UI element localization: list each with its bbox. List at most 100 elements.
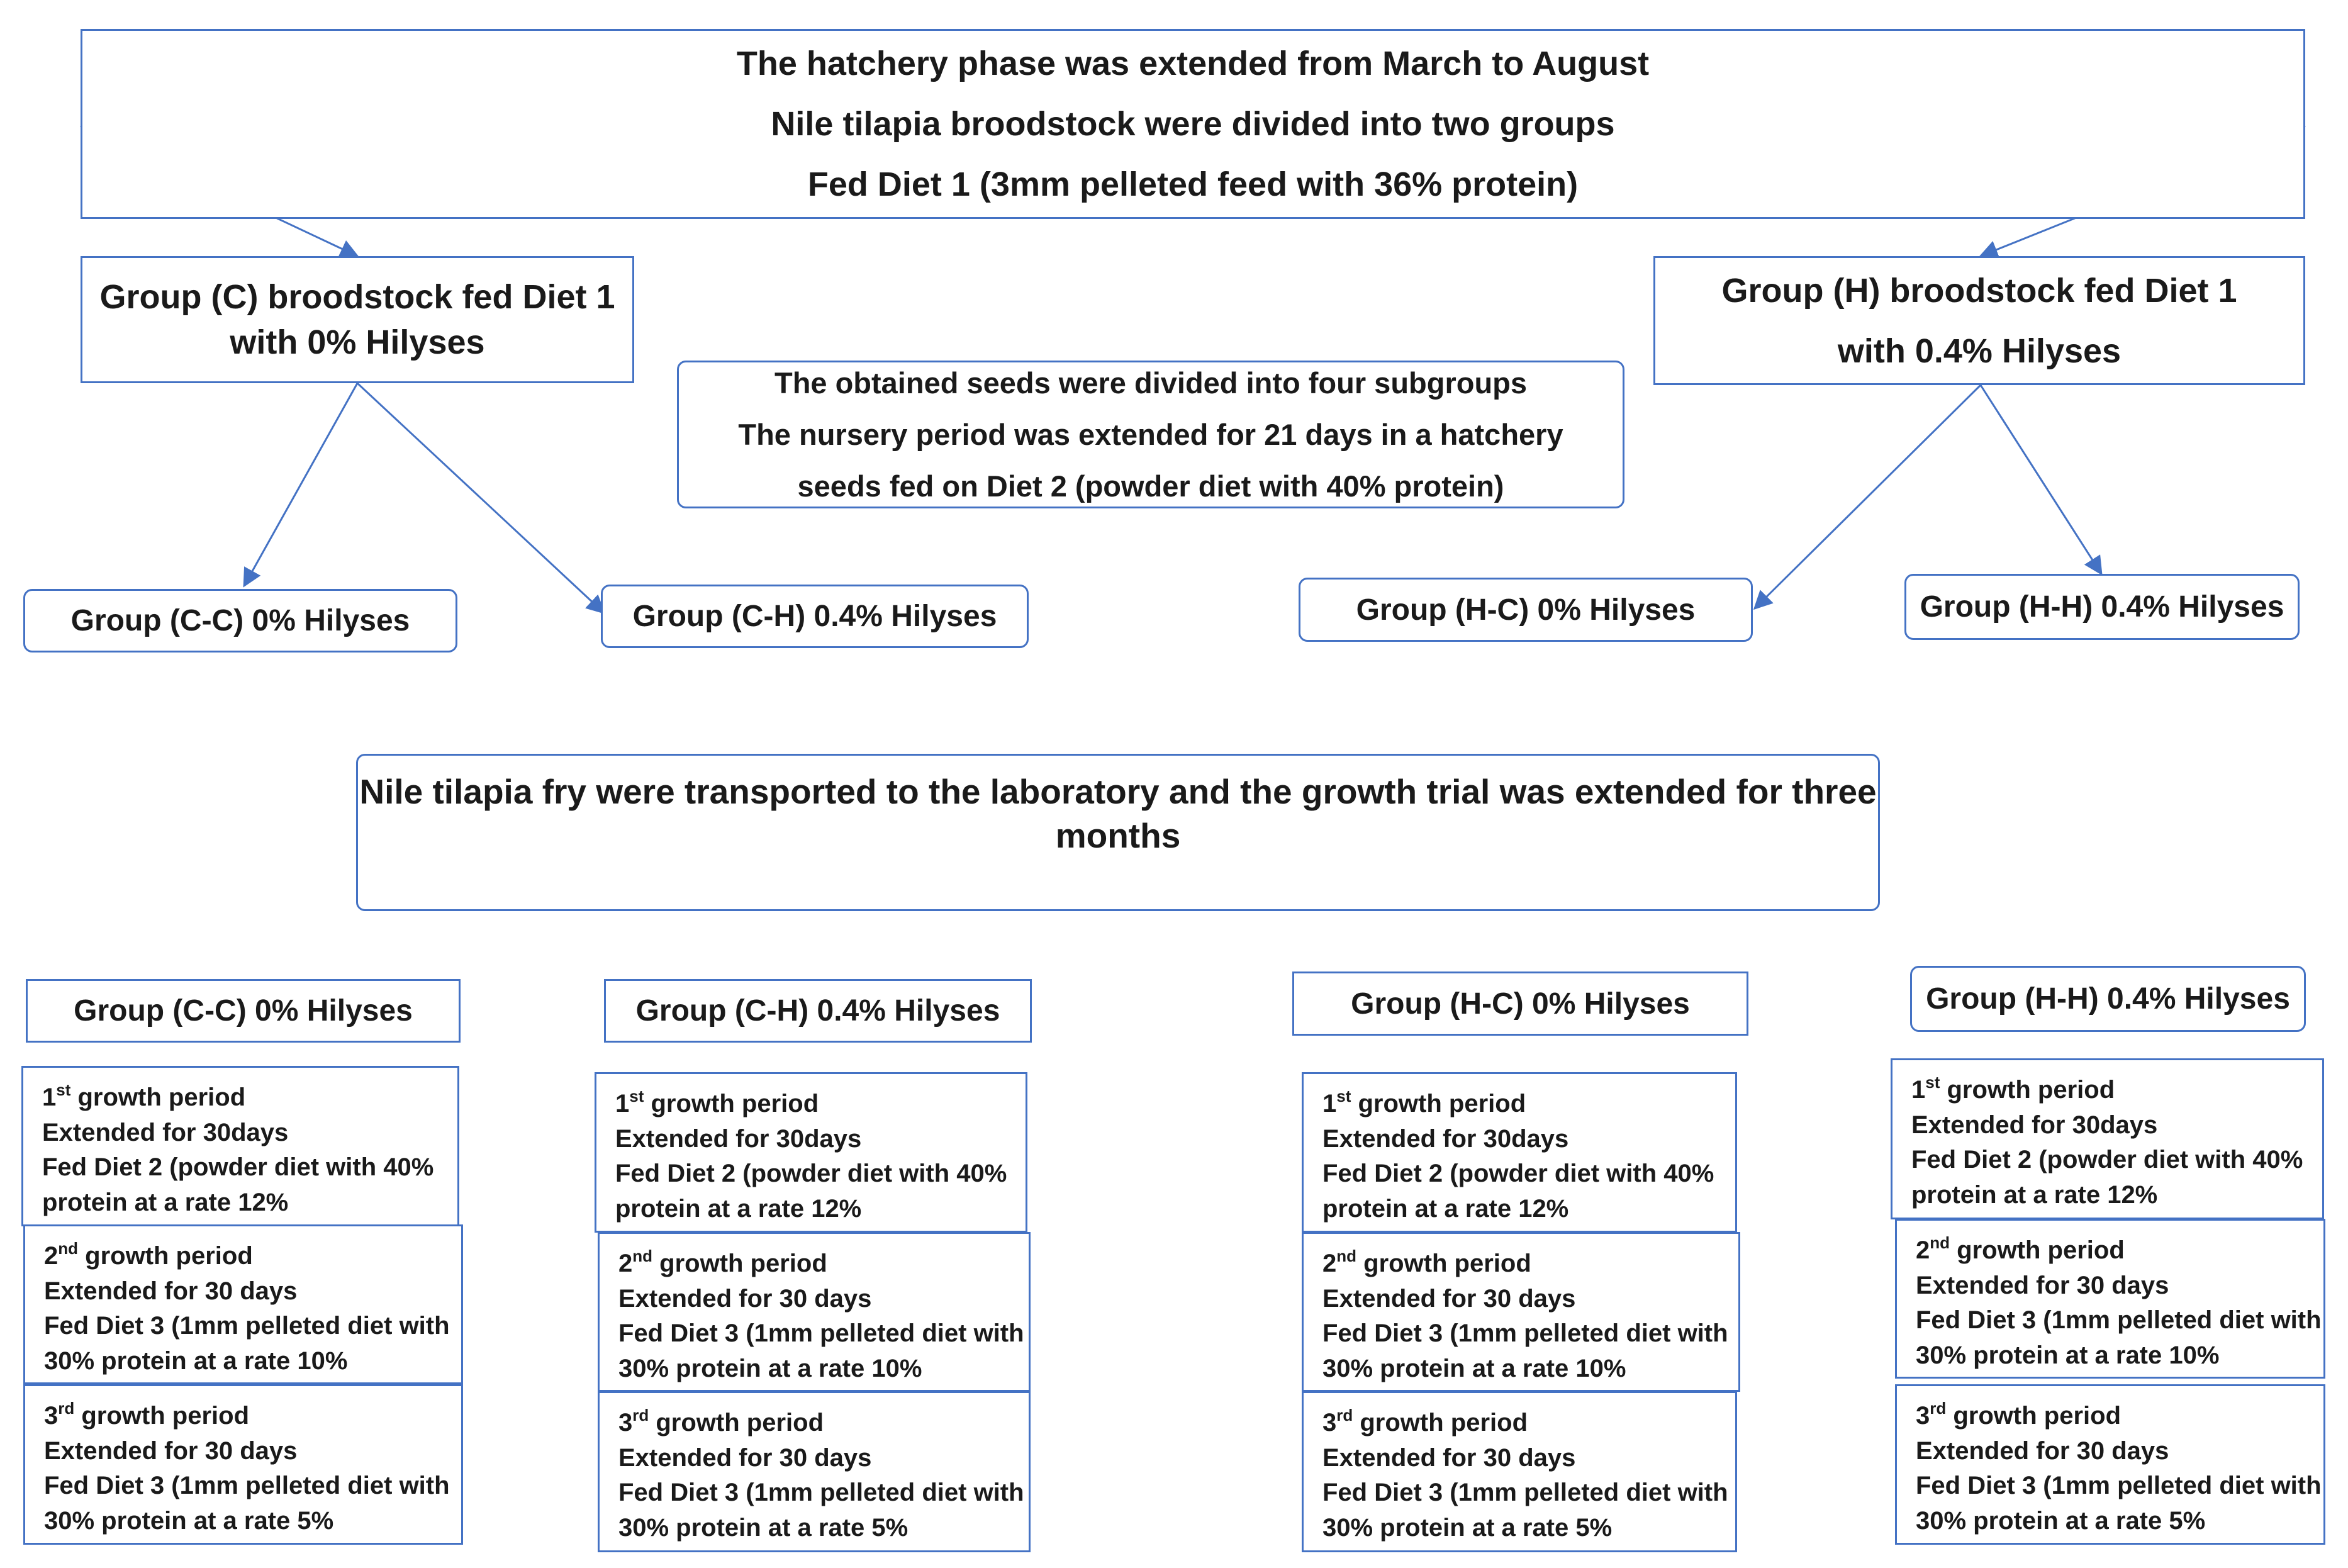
period-diet-line-2: protein at a rate 12% <box>1322 1194 1569 1223</box>
period-duration: Extended for 30days <box>615 1124 862 1153</box>
nursery-line-1: The obtained seeds were divided into fou… <box>774 366 1528 400</box>
ordinal-suffix: nd <box>632 1246 653 1265</box>
column-hc-period-1: 1st growth period Extended for 30days Fe… <box>1302 1072 1737 1233</box>
column-cc-period-3: 3rd growth period Extended for 30 days F… <box>23 1384 463 1545</box>
column-hc-header-label: Group (H-C) 0% Hilyses <box>1351 987 1690 1021</box>
period-diet-line-2: 30% protein at a rate 10% <box>1916 1341 2220 1369</box>
hatchery-phase-box: The hatchery phase was extended from Mar… <box>81 29 2305 219</box>
nursery-line-3: seeds fed on Diet 2 (powder diet with 40… <box>797 469 1504 503</box>
hatchery-line-3: Fed Diet 1 (3mm pelleted feed with 36% p… <box>807 165 1579 203</box>
period-duration: Extended for 30 days <box>44 1277 298 1305</box>
subgroup-ch-label: Group (C-H) 0.4% Hilyses <box>632 600 997 633</box>
period-duration: Extended for 30 days <box>1322 1284 1576 1313</box>
lab-line-2: months <box>1055 816 1181 855</box>
period-diet-line-2: protein at a rate 12% <box>42 1188 289 1216</box>
ordinal-suffix: st <box>1925 1073 1940 1092</box>
ordinal-suffix: nd <box>1930 1233 1950 1252</box>
period-diet-line-2: 30% protein at a rate 5% <box>618 1513 908 1542</box>
period-diet-line-2: 30% protein at a rate 5% <box>1322 1513 1613 1542</box>
column-hh-period-3: 3rd growth period Extended for 30 days F… <box>1895 1384 2325 1545</box>
column-hc-period-2: 2nd growth period Extended for 30 days F… <box>1302 1232 1740 1392</box>
subgroup-ch-box: Group (C-H) 0.4% Hilyses <box>601 585 1029 648</box>
period-diet-line-1: Fed Diet 3 (1mm pelleted diet with <box>618 1479 1024 1506</box>
column-hh-period-2: 2nd growth period Extended for 30 days F… <box>1895 1219 2325 1379</box>
period-diet-line-1: Fed Diet 3 (1mm pelleted diet with <box>618 1319 1024 1347</box>
period-duration: Extended for 30days <box>1911 1111 2158 1139</box>
nursery-period-box: The obtained seeds were divided into fou… <box>677 361 1624 508</box>
period-diet-line-1: Fed Diet 3 (1mm pelleted diet with <box>44 1472 450 1499</box>
column-hh-header-label: Group (H-H) 0.4% Hilyses <box>1926 982 2290 1016</box>
period-diet-line-2: 30% protein at a rate 10% <box>1322 1354 1626 1382</box>
period-diet-line-1: Fed Diet 2 (powder diet with 40% <box>615 1160 1007 1187</box>
ordinal-suffix: rd <box>632 1406 649 1425</box>
group-c-line-1: Group (C) broodstock fed Diet 1 <box>99 278 615 316</box>
period-diet-line-1: Fed Diet 2 (powder diet with 40% <box>1322 1160 1714 1187</box>
period-title: 1st growth period <box>1322 1087 1526 1117</box>
group-h-line-2: with 0.4% Hilyses <box>1837 332 2122 370</box>
period-diet-line-2: protein at a rate 12% <box>615 1194 862 1223</box>
column-ch-header: Group (C-H) 0.4% Hilyses <box>604 979 1032 1043</box>
period-diet-line-2: 30% protein at a rate 5% <box>1916 1506 2206 1535</box>
period-duration: Extended for 30 days <box>1322 1443 1576 1472</box>
ordinal-suffix: st <box>629 1087 644 1106</box>
period-title: 3rd growth period <box>44 1399 250 1430</box>
period-diet-line-2: 30% protein at a rate 5% <box>44 1506 334 1535</box>
column-hh-period-1: 1st growth period Extended for 30days Fe… <box>1891 1058 2324 1219</box>
period-diet-line-1: Fed Diet 2 (powder diet with 40% <box>42 1153 434 1181</box>
period-title: 1st growth period <box>615 1087 819 1117</box>
ordinal-suffix: nd <box>1336 1246 1357 1265</box>
subgroup-hh-box: Group (H-H) 0.4% Hilyses <box>1904 574 2300 640</box>
arrow-group-c-to-ch <box>356 382 606 615</box>
period-title: 2nd growth period <box>618 1246 827 1277</box>
period-diet-line-2: 30% protein at a rate 10% <box>44 1347 348 1375</box>
arrow-group-h-to-hc <box>1753 384 1982 610</box>
period-title: 3rd growth period <box>1916 1399 2122 1430</box>
ordinal-suffix: nd <box>58 1239 79 1258</box>
group-c-box: Group (C) broodstock fed Diet 1 with 0% … <box>81 256 634 383</box>
period-duration: Extended for 30days <box>1322 1124 1569 1153</box>
period-title: 3rd growth period <box>1322 1406 1528 1436</box>
period-duration: Extended for 30days <box>42 1118 289 1146</box>
period-title: 2nd growth period <box>44 1239 253 1270</box>
column-cc-period-1: 1st growth period Extended for 30days Fe… <box>21 1066 459 1226</box>
subgroup-cc-label: Group (C-C) 0% Hilyses <box>70 604 410 637</box>
group-c-line-2: with 0% Hilyses <box>230 323 485 361</box>
period-diet-line-1: Fed Diet 3 (1mm pelleted diet with <box>1916 1472 2322 1499</box>
column-ch-period-3: 3rd growth period Extended for 30 days F… <box>598 1391 1031 1552</box>
period-duration: Extended for 30 days <box>44 1436 298 1465</box>
hatchery-line-2: Nile tilapia broodstock were divided int… <box>771 105 1615 143</box>
period-title: 2nd growth period <box>1916 1233 2125 1264</box>
subgroup-hc-box: Group (H-C) 0% Hilyses <box>1299 578 1753 642</box>
group-h-line-1: Group (H) broodstock fed Diet 1 <box>1721 271 2237 310</box>
column-hh-header: Group (H-H) 0.4% Hilyses <box>1910 966 2306 1032</box>
column-ch-header-label: Group (C-H) 0.4% Hilyses <box>635 994 1000 1028</box>
subgroup-cc-box: Group (C-C) 0% Hilyses <box>23 589 457 652</box>
ordinal-suffix: rd <box>58 1399 75 1418</box>
period-duration: Extended for 30 days <box>1916 1436 2169 1465</box>
ordinal-suffix: rd <box>1336 1406 1353 1425</box>
period-diet-line-1: Fed Diet 3 (1mm pelleted diet with <box>1916 1306 2322 1334</box>
column-cc-period-2: 2nd growth period Extended for 30 days F… <box>23 1224 463 1384</box>
column-hc-period-3: 3rd growth period Extended for 30 days F… <box>1302 1391 1737 1552</box>
period-diet-line-1: Fed Diet 3 (1mm pelleted diet with <box>44 1312 450 1340</box>
column-ch-period-2: 2nd growth period Extended for 30 days F… <box>598 1232 1031 1392</box>
nursery-line-2: The nursery period was extended for 21 d… <box>738 417 1563 451</box>
period-diet-line-2: protein at a rate 12% <box>1911 1180 2158 1209</box>
period-diet-line-1: Fed Diet 3 (1mm pelleted diet with <box>1322 1479 1728 1506</box>
period-title: 2nd growth period <box>1322 1246 1531 1277</box>
arrow-group-h-to-hh <box>1979 384 2103 576</box>
lab-transfer-box: Nile tilapia fry were transported to the… <box>356 754 1880 911</box>
arrow-group-c-to-cc <box>243 383 359 588</box>
column-hc-header: Group (H-C) 0% Hilyses <box>1292 972 1748 1036</box>
column-cc-header: Group (C-C) 0% Hilyses <box>26 979 461 1043</box>
period-duration: Extended for 30 days <box>618 1443 872 1472</box>
period-duration: Extended for 30 days <box>618 1284 872 1313</box>
ordinal-suffix: st <box>1336 1087 1351 1106</box>
hatchery-line-1: The hatchery phase was extended from Mar… <box>736 45 1650 82</box>
period-diet-line-2: 30% protein at a rate 10% <box>618 1354 922 1382</box>
column-ch-period-1: 1st growth period Extended for 30days Fe… <box>595 1072 1027 1233</box>
column-cc-header-label: Group (C-C) 0% Hilyses <box>74 994 413 1028</box>
period-title: 1st growth period <box>1911 1073 2115 1104</box>
period-title: 3rd growth period <box>618 1406 824 1436</box>
